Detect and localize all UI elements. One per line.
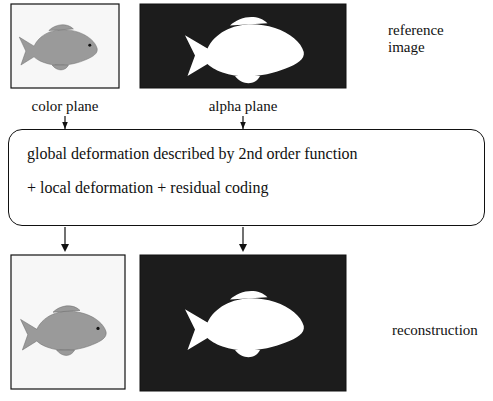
fish-silhouette (185, 291, 304, 357)
image-caption: color plane (11, 98, 119, 115)
process-text: + local deformation + residual coding (27, 178, 466, 198)
fish-picture (21, 301, 107, 360)
side-label: reference image (388, 22, 468, 56)
output-arrows (61, 227, 247, 252)
process-text: global deformation described by 2nd orde… (27, 144, 466, 164)
image-node: alpha plane (140, 4, 346, 115)
side-label: reconstruction (392, 322, 492, 339)
process-box: global deformation described by 2nd orde… (8, 129, 485, 226)
image-frame (11, 4, 119, 88)
image-frame (11, 255, 125, 389)
flow-arrow (242, 116, 243, 129)
image-node: color plane (11, 4, 119, 115)
alpha-image (140, 4, 346, 88)
fish-silhouette (185, 17, 304, 83)
flow-arrow (64, 116, 65, 129)
alpha-image (140, 255, 346, 391)
image-caption: alpha plane (140, 98, 346, 115)
fish-picture (19, 20, 97, 73)
